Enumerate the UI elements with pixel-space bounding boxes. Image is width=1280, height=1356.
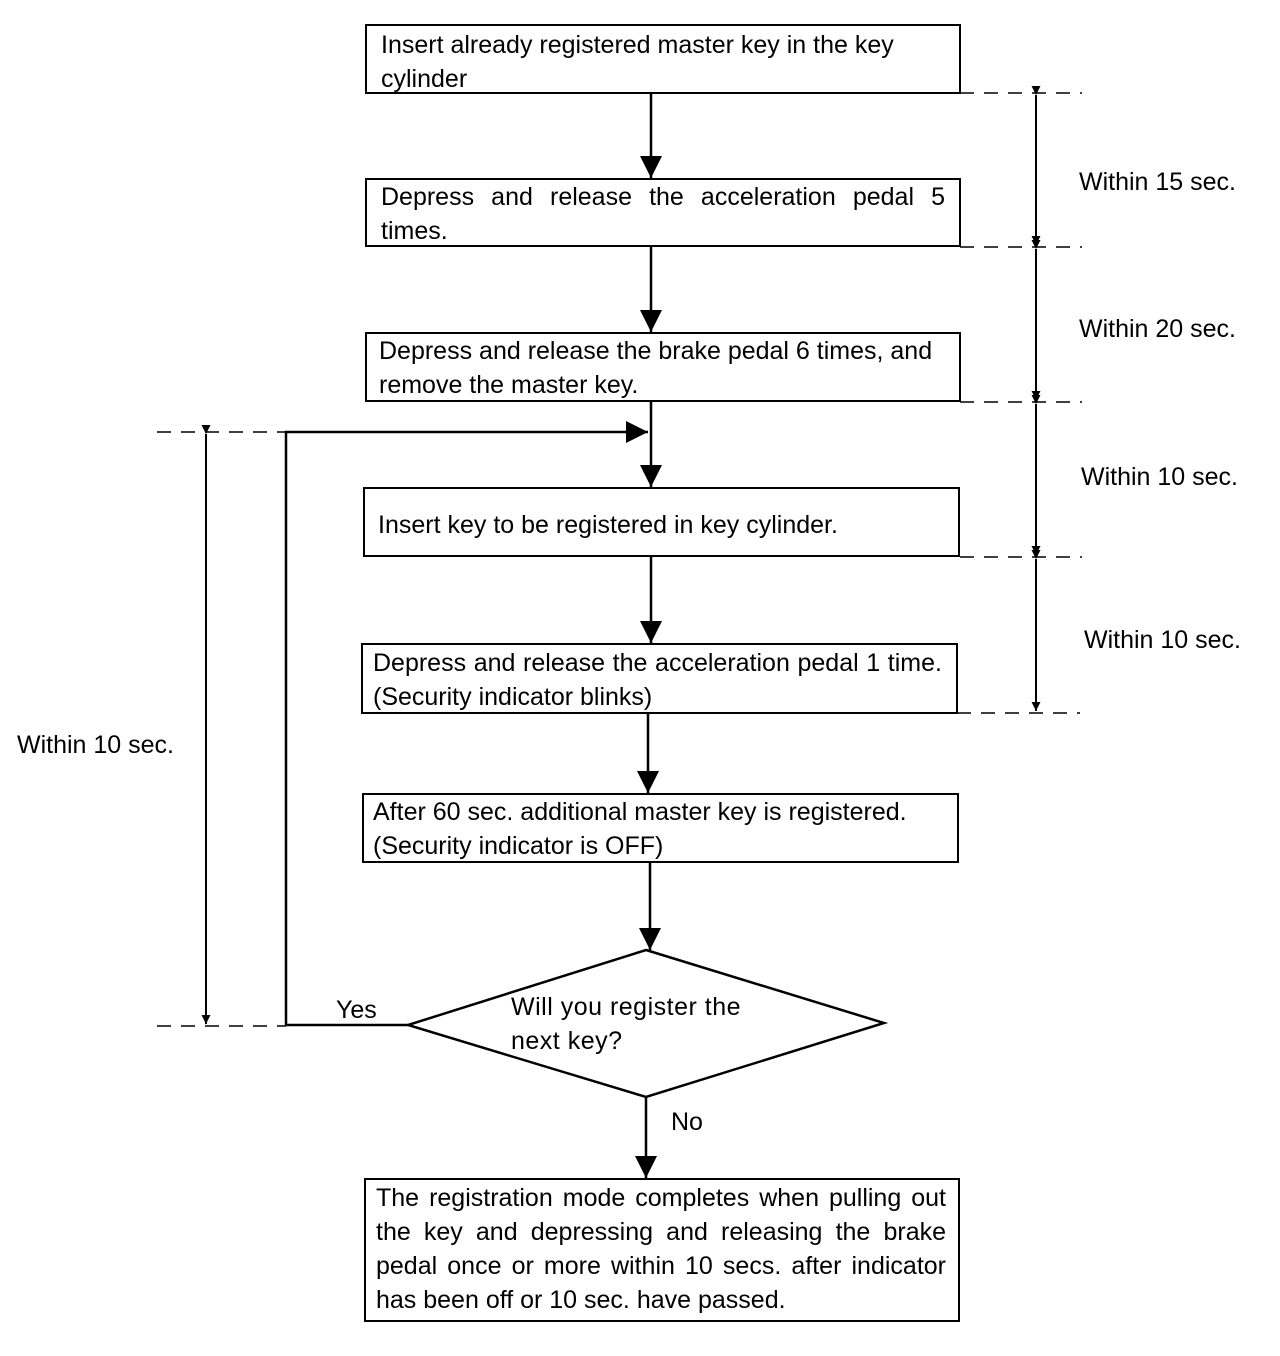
yes-loop-line	[284, 421, 648, 1027]
decision-question: Will you register the next key?	[511, 993, 742, 1055]
time-label-10s: Within 10 sec.	[1084, 626, 1242, 654]
final-step-box: The registration mode completes when pul…	[364, 1178, 960, 1322]
step-text: Insert key to be registered in key cylin…	[378, 511, 838, 539]
step-box-2: Depress and release the acceleration ped…	[365, 178, 961, 247]
time-label-loop-10s: Within 10 sec.	[17, 731, 175, 759]
step-text: Depress and release the acceleration ped…	[381, 183, 945, 245]
step-box-1: Insert already registered master key in …	[365, 24, 961, 94]
step-text: Depress and release the brake pedal 6 ti…	[379, 337, 933, 399]
final-step-text: The registration mode completes when pul…	[376, 1184, 946, 1314]
step-box-3: Depress and release the brake pedal 6 ti…	[365, 332, 961, 402]
step-box-6: After 60 sec. additional master key is r…	[362, 793, 959, 863]
step-box-4: Insert key to be registered in key cylin…	[363, 487, 960, 557]
time-label-15s: Within 15 sec.	[1079, 168, 1237, 196]
step-box-5: Depress and release the acceleration ped…	[361, 643, 958, 714]
step-text: After 60 sec. additional master key is r…	[373, 798, 907, 860]
step-text: Depress and release the acceleration ped…	[373, 649, 942, 711]
yes-label: Yes	[336, 996, 377, 1024]
decision-diamond	[403, 948, 889, 1099]
no-label: No	[671, 1108, 703, 1136]
step-text: Insert already registered master key in …	[381, 31, 894, 93]
time-label-10s: Within 10 sec.	[1081, 463, 1239, 491]
time-label-20s: Within 20 sec.	[1079, 315, 1237, 343]
